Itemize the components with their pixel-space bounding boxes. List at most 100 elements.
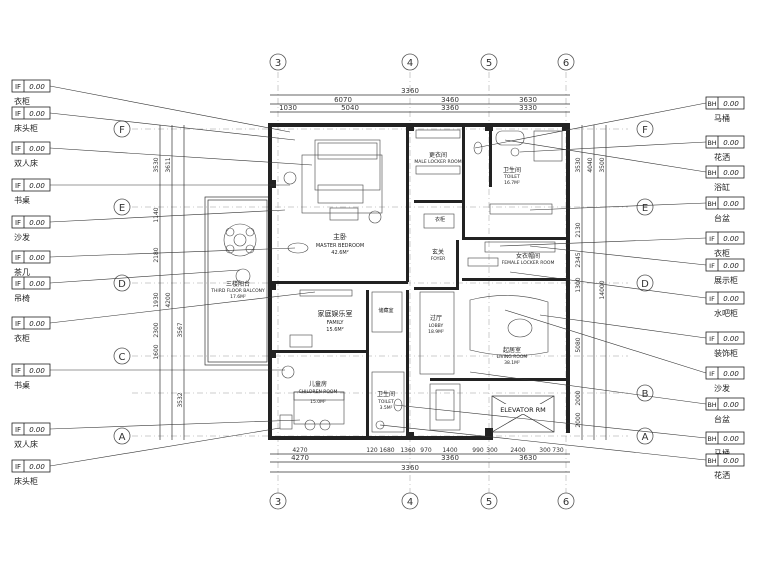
row-bubble-F-left: F <box>113 120 131 138</box>
tag-prefix: IF <box>15 219 21 227</box>
column-label-4-b: 4 <box>407 497 413 508</box>
room-balcony-en: THIRD FLOOR BALCONY <box>210 288 265 294</box>
column-label-5-b: 5 <box>486 497 492 508</box>
dim-bot-2: 120 <box>366 447 378 454</box>
tag-label: 展示柜 <box>714 275 738 285</box>
dim-bot-total: 3360 <box>401 464 419 472</box>
row-bubble-F-right: F <box>636 120 654 138</box>
room-female-locker-cn: 女衣帽间 <box>516 252 540 260</box>
tag-box <box>705 196 745 210</box>
tag-box <box>705 397 745 411</box>
room-toilet-main-en: TOILET <box>503 174 520 180</box>
room-wardrobe-cn: 衣柜 <box>435 216 445 223</box>
row-bubble-A-left: A <box>113 427 131 445</box>
tag-prefix: BH <box>707 169 716 177</box>
tag-code: 0.00 <box>723 435 739 443</box>
room-balcony-area: 17.6M² <box>230 294 246 300</box>
room-children-cn: 儿童房 <box>309 380 327 388</box>
tag-code: 0.00 <box>723 200 739 208</box>
dim-bot-8: 300 <box>486 447 498 454</box>
tag-code: 0.00 <box>723 100 739 108</box>
tag-code: 0.00 <box>29 182 45 190</box>
leader-line <box>379 424 707 461</box>
dim-bot-7: 990 <box>472 447 484 454</box>
leader-line <box>394 404 707 439</box>
tag-code: 0.00 <box>723 169 739 177</box>
tag-prefix: BH <box>707 457 716 465</box>
dim-left-4: 1930 <box>153 292 160 307</box>
leader-line <box>49 112 296 141</box>
room-master-cn: 主卧 <box>333 232 347 241</box>
tag-prefix: IF <box>709 335 715 343</box>
right-dimension-chain: 3530 2130 2345 1300 5080 2000 2000 4040 … <box>575 125 607 440</box>
dim-top-1: 6070 <box>334 96 352 104</box>
room-master-en: MASTER BEDROOM <box>316 243 364 249</box>
tag-box <box>705 331 745 345</box>
dim-bot-r2-3: 3630 <box>519 454 537 462</box>
tag-box <box>11 178 51 192</box>
tag-label: 水吧柜 <box>714 308 738 318</box>
leader-line <box>49 247 296 258</box>
dim-top-r2-2: 5040 <box>341 104 359 112</box>
dim-top-r2-4: 3330 <box>519 104 537 112</box>
lobby-living-area: 过厅 LOBBY 18.9M² 起居室 LIVING ROOM 38.1M² <box>419 291 549 375</box>
tag-box <box>11 276 51 290</box>
male-locker-room: 更衣间 MALE LOCKER ROOM <box>414 129 462 175</box>
leader-line <box>49 85 291 133</box>
tag-prefix: IF <box>709 262 715 270</box>
leader-line <box>529 202 707 211</box>
tag-label: 书桌 <box>14 380 30 390</box>
column-label-5: 5 <box>486 58 492 69</box>
dim-right-t1: 4040 <box>587 157 594 172</box>
dim-right-5: 5080 <box>575 337 582 352</box>
master-bedroom: 主卧 MASTER BEDROOM 42.6M² <box>283 139 383 256</box>
tag-box <box>705 135 745 149</box>
tag-label: 沙发 <box>14 232 30 242</box>
tag-box <box>11 316 51 330</box>
tag-code: 0.00 <box>723 262 739 270</box>
column-bubble-5-bottom: 5 <box>480 492 498 510</box>
tag-box <box>11 79 51 93</box>
tag-label: 沙发 <box>714 383 730 393</box>
row-label-A: A <box>119 432 126 443</box>
tag-prefix: IF <box>15 83 21 91</box>
dim-left-3: 2180 <box>153 247 160 262</box>
tag-prefix: IF <box>15 145 21 153</box>
dim-bot-r2-1: 4270 <box>291 454 309 462</box>
small-toilet: 卫生间 TOILET 3.5M² <box>371 371 405 433</box>
tag-box <box>705 165 745 179</box>
dim-left-1: 3530 <box>153 157 160 172</box>
room-toilet-small-area: 3.5M² <box>380 405 393 411</box>
tag-label: 双人床 <box>14 158 38 168</box>
row-bubble-B-right: B <box>636 384 654 402</box>
balcony-area: 三楼阳台 THIRD FLOOR BALCONY 17.6M² <box>204 196 271 366</box>
left-dimension-chain: 3530 1140 2180 1930 2300 1600 3611 4200 … <box>153 125 185 440</box>
column-bubble-3-bottom: 3 <box>269 492 287 510</box>
dim-right-2: 2130 <box>575 222 582 237</box>
tag-label: 衣柜 <box>14 333 30 343</box>
dim-top-2: 3460 <box>441 96 459 104</box>
female-locker-room: 女衣帽间 FEMALE LOCKER ROOM <box>467 203 556 267</box>
tag-label: 台盆 <box>714 213 730 223</box>
tag-label: 书桌 <box>14 195 30 205</box>
room-living-area: 38.1M² <box>504 360 520 366</box>
room-toilet-main-cn: 卫生间 <box>503 166 521 174</box>
row-label-D: D <box>118 279 126 290</box>
tag-box <box>705 453 745 467</box>
tag-code: 0.00 <box>29 367 45 375</box>
tag-label: 马桶 <box>714 113 730 123</box>
column-label-6: 6 <box>563 58 569 69</box>
dim-right-3: 2345 <box>575 252 582 267</box>
dim-bot-6: 1400 <box>442 447 457 454</box>
